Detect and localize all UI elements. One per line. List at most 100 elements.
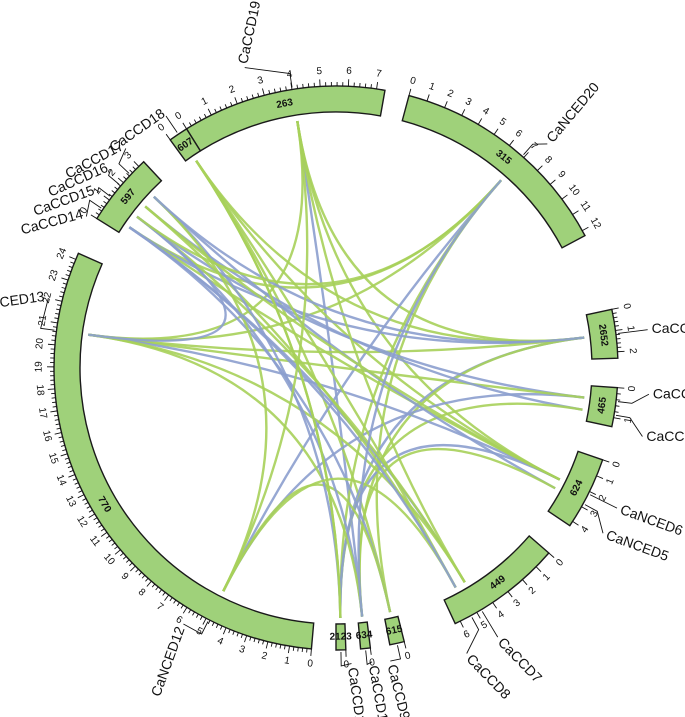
tick-minor: [145, 577, 149, 582]
tick-major: [426, 94, 430, 102]
tick-minor: [66, 461, 71, 464]
tick-minor: [215, 623, 219, 628]
chromosome-segment-770: 7700123456789101112131415161718192021222…: [34, 246, 315, 670]
tick-label: 23: [47, 268, 61, 282]
tick-major: [376, 81, 379, 90]
tick-label: 12: [588, 216, 603, 231]
link-g19-g12: [195, 160, 342, 618]
tick-major: [146, 580, 152, 587]
link-g9-g19: [195, 160, 457, 589]
segment-arc: [585, 308, 619, 360]
link-g15-g9: [128, 226, 457, 589]
tick-major: [507, 591, 513, 598]
tick-major: [561, 194, 568, 200]
tick-label: 0: [554, 557, 566, 569]
gene-label: CaNCED5: [604, 527, 671, 564]
link-g6-g14: [88, 333, 561, 481]
segment-arc: [95, 160, 163, 234]
tick-minor: [74, 482, 79, 485]
tick-major: [523, 152, 529, 158]
tick-minor: [114, 546, 118, 550]
tick-major: [60, 453, 68, 457]
tick-minor: [98, 208, 102, 212]
tick-minor: [108, 193, 113, 197]
tick-major: [596, 475, 604, 479]
tick-label: 2: [106, 167, 118, 179]
gene-CaCCD2: CaCCD2: [617, 385, 685, 404]
tick-minor: [240, 633, 243, 638]
tick-minor: [67, 465, 72, 469]
gene-CaCCD4: CaCCD4: [615, 414, 685, 444]
tick-minor: [249, 636, 252, 641]
tick-major: [477, 118, 483, 125]
tick-minor: [62, 282, 67, 285]
tick-minor: [614, 320, 619, 323]
link-g1-g6: [296, 120, 561, 481]
tick-label: 4: [579, 524, 591, 535]
tick-label: 5: [479, 619, 490, 632]
tick-major: [47, 343, 55, 346]
tick-label: 9: [119, 571, 131, 583]
leader-line: [481, 611, 499, 638]
link-g13-g18: [153, 195, 268, 592]
gene-label: CaNCED20: [543, 79, 602, 145]
tick-label: 6: [174, 614, 185, 627]
tick-minor: [126, 172, 130, 177]
tick-major: [182, 122, 187, 130]
tick-label: 9: [555, 169, 567, 181]
segment-arc: [53, 252, 315, 650]
tick-minor: [158, 589, 162, 594]
tick-major: [182, 607, 188, 614]
segment-arc: [547, 450, 604, 527]
tick-minor: [70, 261, 75, 264]
leader-line: [85, 199, 102, 217]
tick-minor: [193, 119, 197, 124]
leader-line: [40, 298, 55, 331]
tick-label: 2: [446, 88, 456, 100]
tick-minor: [86, 505, 91, 509]
tick-minor: [296, 84, 299, 89]
segment-count-label: 2123: [329, 631, 352, 642]
tick-major: [602, 459, 610, 463]
tick-label: 0: [620, 302, 632, 310]
segment-count-label: 263: [275, 97, 294, 111]
tick-minor: [95, 521, 100, 525]
tick-minor: [279, 87, 282, 92]
tick-minor: [192, 611, 195, 616]
tick-minor: [230, 101, 233, 107]
tick-major: [535, 566, 542, 572]
leader-line: [615, 414, 643, 437]
segment-count-label: 615: [385, 623, 404, 637]
tick-minor: [54, 419, 59, 421]
tick-major: [117, 177, 124, 183]
tick-minor: [59, 440, 64, 443]
tick-major: [403, 641, 407, 649]
tick-minor: [615, 405, 620, 407]
tick-minor: [228, 629, 231, 634]
tick-label: 19: [34, 361, 45, 373]
tick-major: [408, 88, 412, 96]
leader-line: [466, 617, 480, 654]
tick-major: [537, 165, 543, 171]
tick-minor: [58, 436, 63, 439]
tick-major: [90, 214, 98, 219]
tick-major: [77, 494, 85, 499]
tick-label: 2: [260, 650, 268, 662]
tick-minor: [614, 411, 619, 413]
leader-line: [589, 494, 618, 509]
tick-minor: [122, 556, 127, 560]
tick-minor: [62, 449, 67, 452]
link-g4-g14: [88, 333, 585, 399]
tick-minor: [111, 542, 116, 546]
tick-minor: [292, 646, 295, 651]
tick-label: 1: [624, 325, 636, 332]
tick-minor: [195, 613, 199, 618]
tick-minor: [236, 632, 239, 637]
tick-major: [581, 506, 588, 511]
